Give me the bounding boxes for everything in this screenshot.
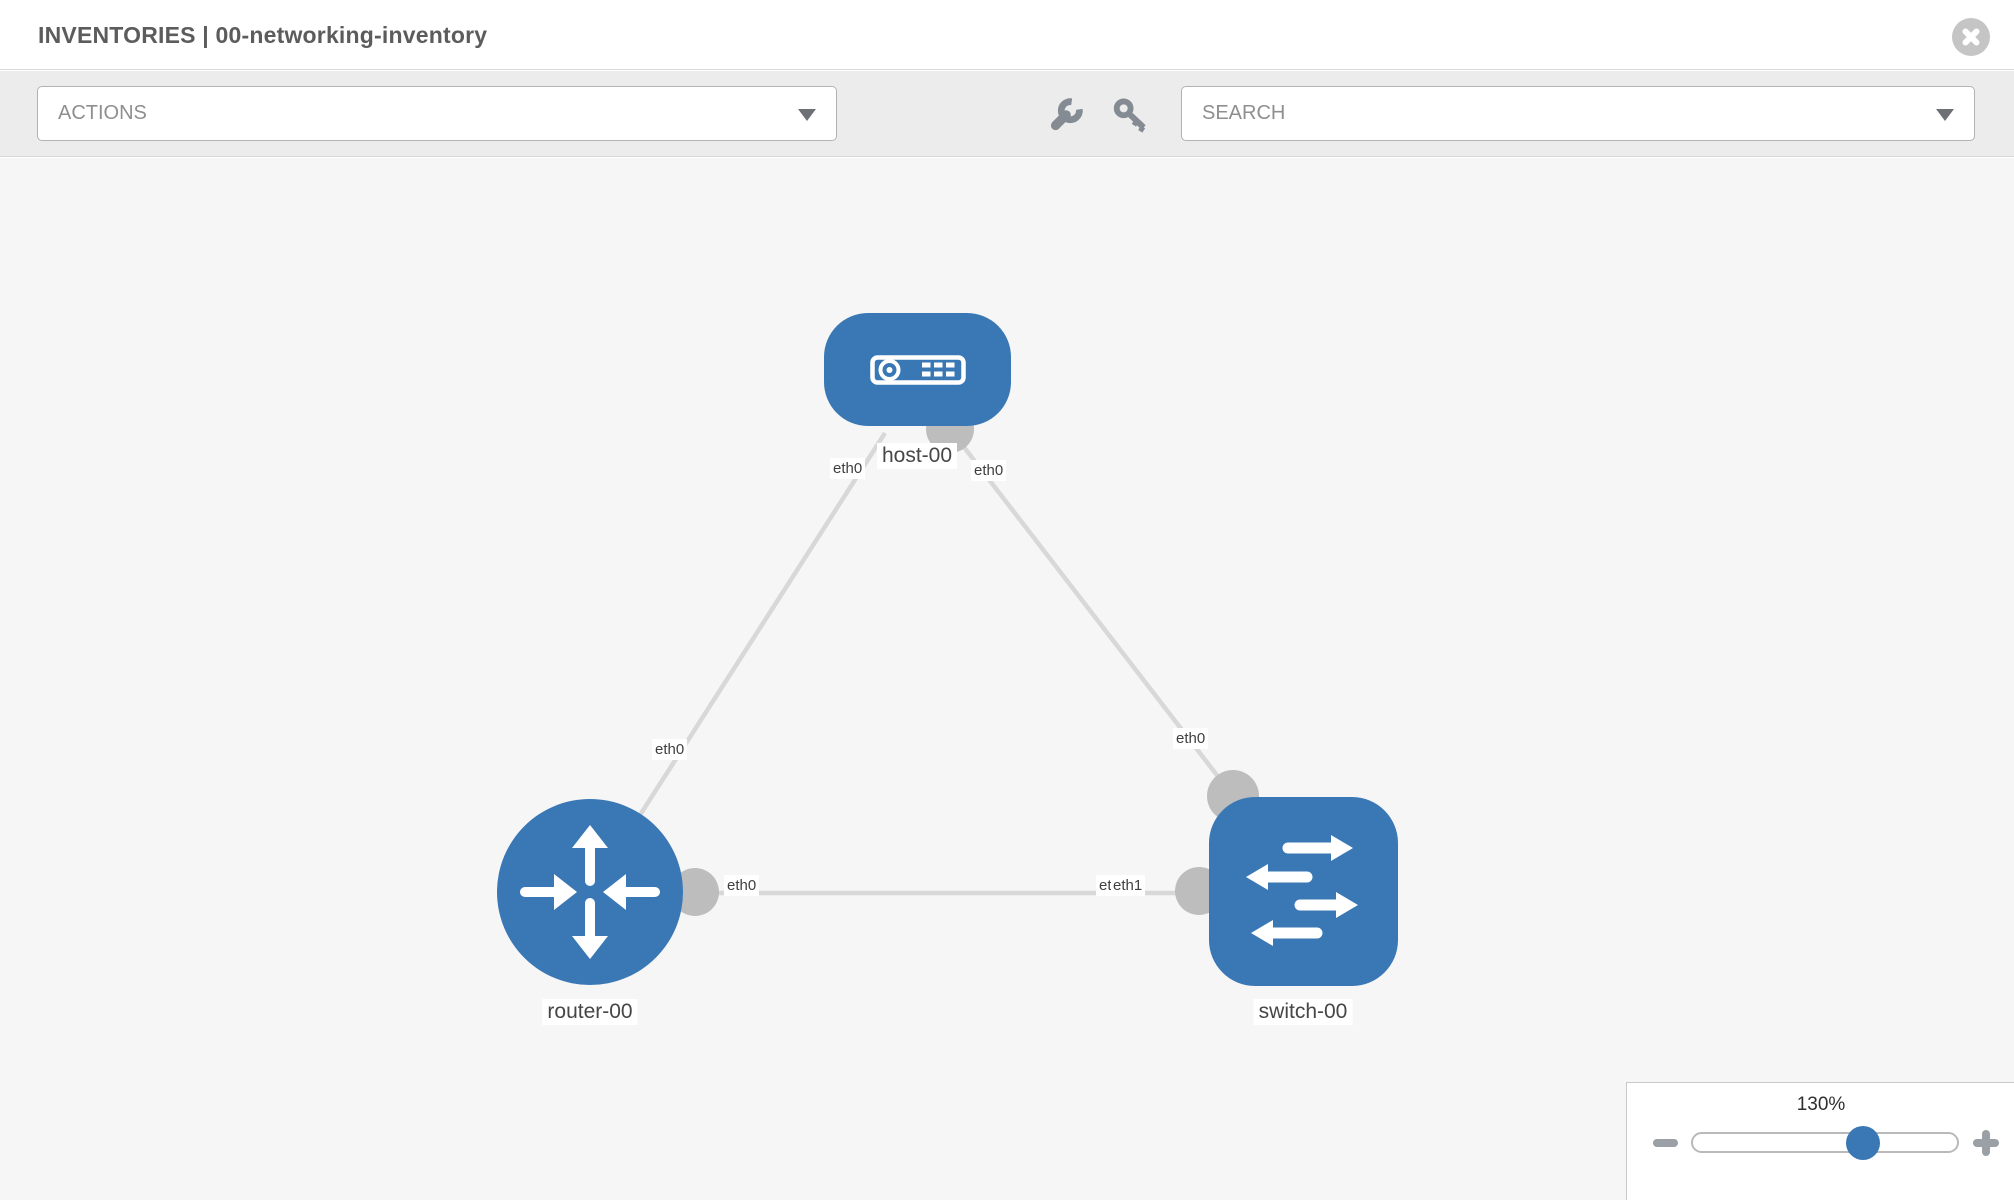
node-router[interactable] xyxy=(497,799,683,985)
caret-down-icon xyxy=(798,108,816,121)
zoom-level-label: 130% xyxy=(1796,1094,1846,1115)
search-dropdown-label: SEARCH xyxy=(1202,102,1286,124)
actions-dropdown-label: ACTIONS xyxy=(58,102,147,124)
interface-label: eth0 xyxy=(830,458,866,480)
window-header: INVENTORIES | 00-networking-inventory xyxy=(0,0,2014,70)
search-dropdown[interactable]: SEARCH xyxy=(1181,86,1975,141)
interface-label: eth0 xyxy=(724,875,760,897)
topology-canvas[interactable]: host-00 router-00 switch-00 eth0 eth0 et… xyxy=(0,158,2014,1200)
interface-label: eth0 xyxy=(1173,728,1209,750)
interface-label: eth1 xyxy=(1111,875,1146,897)
node-host[interactable] xyxy=(824,313,1011,426)
router-icon xyxy=(520,825,660,959)
zoom-panel: 130% xyxy=(1626,1082,2014,1200)
edge-layer xyxy=(588,405,1303,916)
zoom-in-button[interactable] xyxy=(1973,1130,1999,1156)
close-icon xyxy=(1962,28,1980,46)
plus-icon xyxy=(1982,1130,1990,1156)
close-button[interactable] xyxy=(1952,18,1990,56)
caret-down-icon xyxy=(1936,108,1954,121)
node-label-switch: switch-00 xyxy=(1253,999,1353,1025)
host-icon xyxy=(869,354,966,385)
zoom-slider-thumb[interactable] xyxy=(1846,1126,1880,1160)
wrench-icon xyxy=(1050,98,1083,131)
interface-label: eth0 xyxy=(652,739,688,761)
credentials-button[interactable] xyxy=(1112,97,1150,136)
zoom-out-button[interactable] xyxy=(1653,1139,1678,1147)
switch-icon xyxy=(1246,835,1358,946)
node-label-host: host-00 xyxy=(876,443,958,469)
zoom-slider-track[interactable] xyxy=(1691,1132,1959,1153)
node-switch[interactable] xyxy=(1209,797,1398,986)
actions-dropdown[interactable]: ACTIONS xyxy=(37,86,837,141)
configure-button[interactable] xyxy=(1048,95,1086,136)
page-title: INVENTORIES | 00-networking-inventory xyxy=(38,22,488,48)
interface-endpoint[interactable] xyxy=(671,868,719,916)
toolbar: ACTIONS SEARCH xyxy=(0,71,2014,157)
key-icon xyxy=(1113,98,1146,133)
node-label-router: router-00 xyxy=(542,999,638,1025)
interface-label: eth0 xyxy=(971,460,1007,482)
